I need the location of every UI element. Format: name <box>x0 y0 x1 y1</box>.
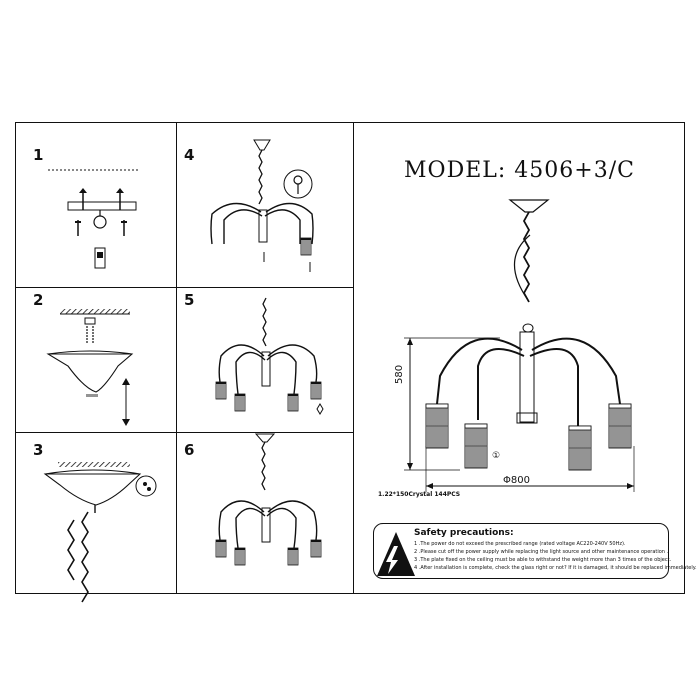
divider-col1 <box>176 122 178 594</box>
safety-rule-2: 2 .Please cut off the power supply while… <box>414 549 669 555</box>
step4-arm-assembly-drawing <box>210 139 314 272</box>
crystal-specification: 1.22*150Crystal 144PCS <box>378 491 461 498</box>
step-number-4: 4 <box>184 146 195 164</box>
divider-row1 <box>15 287 353 289</box>
main-chandelier-drawing <box>404 199 635 492</box>
model-label: MODEL: 4506+3/C <box>404 158 635 183</box>
step1-mounting-plate-drawing <box>48 169 138 269</box>
step-number-6: 6 <box>184 441 195 459</box>
step3-canopy-fixed-drawing <box>43 462 157 603</box>
safety-precautions-box: Safety precautions: 1 .The power do not … <box>373 523 697 579</box>
step-number-3: 3 <box>33 441 44 459</box>
height-dimension-label: 580 <box>394 364 405 384</box>
safety-rule-3: 3 .The plate fixed on the ceiling must b… <box>414 557 672 563</box>
width-dimension-label: Φ800 <box>503 475 530 486</box>
warning-icon <box>377 532 415 576</box>
divider-col2 <box>353 122 355 594</box>
step2-canopy-drawing <box>46 309 134 426</box>
step5-shades-drawing <box>215 297 324 415</box>
step-number-1: 1 <box>33 146 44 164</box>
step-number-5: 5 <box>184 291 195 309</box>
callout-number: ① <box>492 451 501 461</box>
divider-row2 <box>15 432 353 434</box>
instruction-sheet <box>15 122 685 594</box>
step-number-2: 2 <box>33 291 44 309</box>
safety-title: Safety precautions: <box>414 528 514 538</box>
safety-rule-1: 1 .The power do not exceed the prescribe… <box>414 541 626 547</box>
step6-finished-drawing <box>215 433 322 566</box>
safety-rule-4: 4 .After installation is complete, check… <box>414 565 697 571</box>
